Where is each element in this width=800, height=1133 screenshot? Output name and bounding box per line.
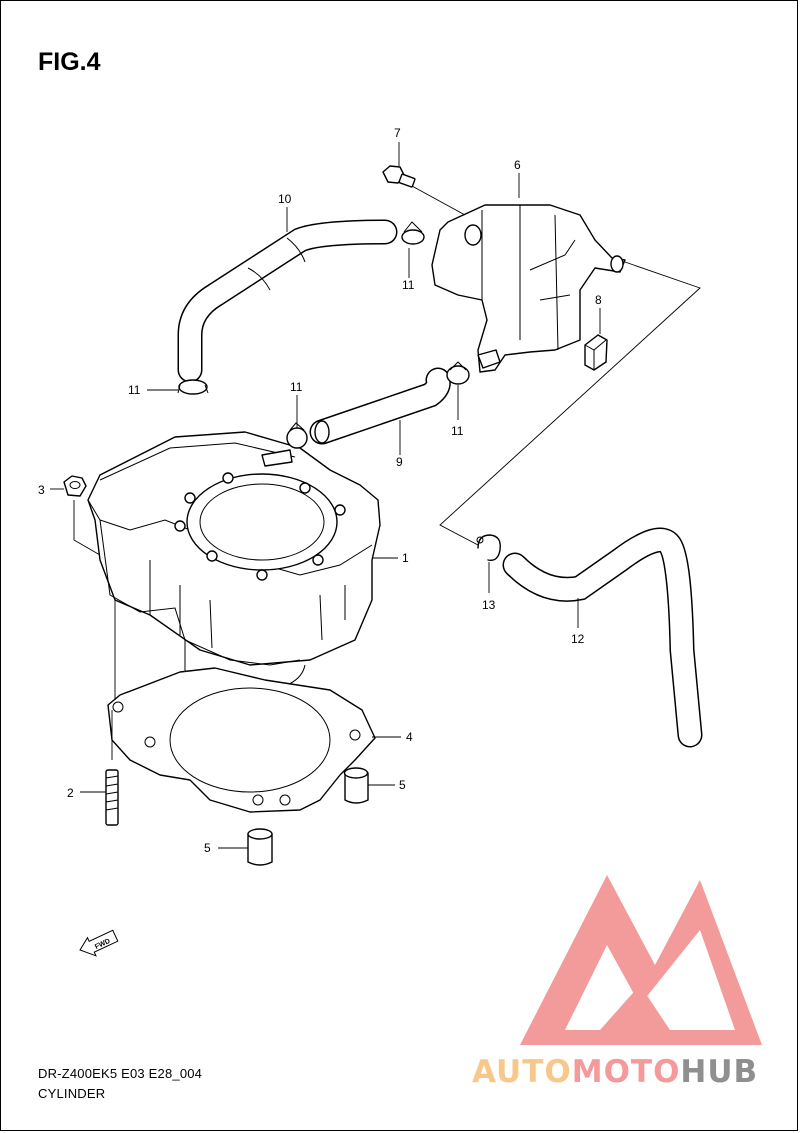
callout-11-center: 11: [290, 380, 303, 394]
callout-1: 1: [402, 551, 409, 565]
clamp-11-right: [446, 361, 470, 385]
callout-6: 6: [514, 158, 521, 172]
bolt-7-part: [382, 165, 416, 188]
valve-part: [431, 204, 626, 373]
model-code-label: DR-Z400EK5 E03 E28_004: [38, 1066, 203, 1081]
assembly-lines: [73, 185, 701, 760]
callout-11-right: 11: [451, 424, 464, 438]
fwd-direction-marker: FWD: [79, 929, 119, 957]
watermark-logo-inner: [565, 930, 735, 1030]
watermark-part-moto: MOTO: [572, 1054, 681, 1090]
callout-13: 13: [482, 598, 496, 612]
clamp-11-left: [177, 379, 209, 395]
callout-12: 12: [571, 632, 585, 646]
watermark-logo: [520, 875, 762, 1045]
callout-3: 3: [38, 483, 45, 497]
callout-5-upper: 5: [399, 778, 406, 792]
fwd-arrow-icon: [79, 929, 119, 957]
dowel-pin-lower: [247, 828, 273, 866]
clip-13-part: [476, 534, 501, 561]
hose-9-part: [309, 367, 451, 445]
block-8-part: [584, 334, 608, 371]
stud-bolt-part: [105, 769, 119, 826]
cylinder-part: [87, 431, 381, 693]
watermark-brand-text: AUTOMOTOHUB: [472, 1054, 758, 1090]
callout-4: 4: [406, 730, 413, 744]
callout-5-lower: 5: [204, 841, 211, 855]
watermark-logo-core: [600, 985, 670, 1030]
callout-10: 10: [278, 192, 292, 206]
cylinder-gasket-part: [107, 667, 376, 813]
dowel-pin-upper: [343, 767, 369, 804]
callout-11-upper: 11: [402, 278, 415, 292]
watermark-part-hub: HUB: [680, 1054, 758, 1090]
callout-2: 2: [67, 786, 74, 800]
watermark-part-auto: AUTO: [472, 1054, 572, 1090]
figure-title: FIG.4: [38, 48, 101, 76]
callout-8: 8: [595, 293, 602, 307]
callout-11-left: 11: [128, 383, 141, 397]
hose-10-part: [177, 219, 398, 383]
section-name-label: CYLINDER: [38, 1086, 106, 1101]
clamp-11-upper: [401, 221, 425, 245]
nut-part: [63, 475, 87, 497]
hose-12-part: [502, 527, 703, 748]
callout-9: 9: [396, 455, 403, 469]
callout-labels: 1 2 3 4 5 5 6 7 8 9 10 11 11 11 11 12 13: [38, 126, 602, 855]
leader-lines: [50, 142, 601, 849]
callout-7: 7: [394, 126, 401, 140]
